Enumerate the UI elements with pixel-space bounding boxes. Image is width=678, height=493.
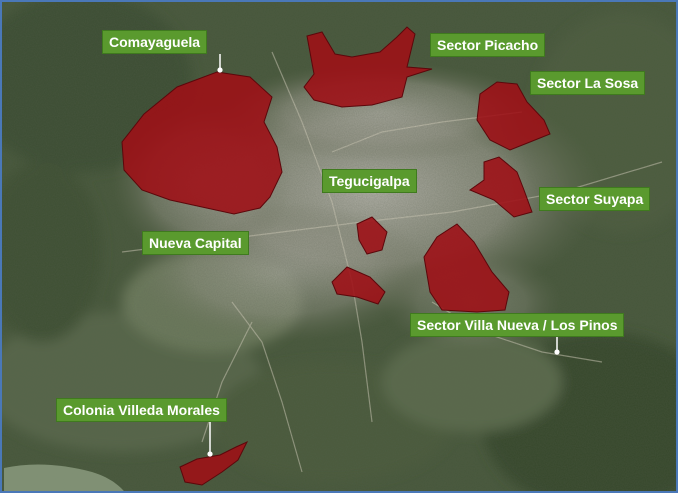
reservoir: [4, 464, 124, 491]
label-colonia-villeda-morales: Colonia Villeda Morales: [56, 398, 227, 422]
label-sector-suyapa: Sector Suyapa: [539, 187, 651, 211]
comayaguela-marker: [217, 67, 223, 73]
label-sector-villa-nueva: Sector Villa Nueva / Los Pinos: [410, 313, 625, 337]
zone-south-central: [331, 266, 386, 305]
zone-central: [356, 216, 388, 255]
label-sector-la-sosa: Sector La Sosa: [530, 71, 646, 95]
label-tegucigalpa: Tegucigalpa: [322, 169, 417, 193]
label-nueva-capital: Nueva Capital: [142, 231, 249, 255]
zone-comayaguela: [121, 71, 283, 215]
highlight-zones: [121, 26, 551, 486]
villeda-morales-marker: [207, 451, 213, 457]
label-sector-picacho: Sector Picacho: [430, 33, 546, 57]
zone-villeda-morales: [179, 440, 249, 486]
label-comayaguela: Comayaguela: [102, 30, 208, 54]
zone-villa-nueva: [423, 223, 510, 313]
zone-suyapa: [468, 156, 533, 218]
zone-picacho: [303, 26, 433, 108]
villa-nueva-marker: [554, 349, 560, 355]
leader-lines: [207, 54, 560, 457]
zone-la-sosa: [476, 81, 551, 151]
